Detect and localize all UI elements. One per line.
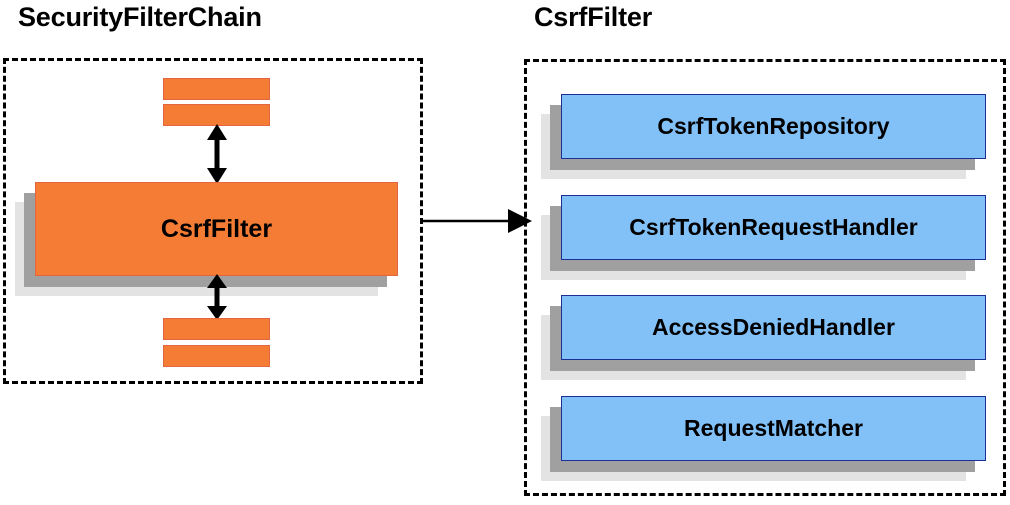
filter-bar-bottom-2 — [163, 345, 270, 367]
filter-bar-top-1 — [163, 78, 270, 100]
right-panel-title: CsrfFilter — [534, 2, 653, 32]
bidirectional-arrow-up — [207, 124, 227, 184]
collaborator-face: RequestMatcher — [561, 396, 986, 461]
collaborator-box-requestmatcher[interactable]: RequestMatcher — [541, 396, 986, 481]
csrf-filter-box[interactable]: CsrfFilter — [15, 182, 398, 296]
collaborator-face: AccessDeniedHandler — [561, 295, 986, 360]
collaborator-box-accessdeniedhandler[interactable]: AccessDeniedHandler — [541, 295, 986, 380]
csrffilter-to-detail-arrow — [420, 209, 532, 233]
collaborator-face: CsrfTokenRequestHandler — [561, 195, 986, 260]
csrf-filter-box-label: CsrfFilter — [160, 214, 273, 243]
filter-bar-top-2 — [163, 104, 270, 126]
csrf-filter-box-face: CsrfFilter — [35, 182, 398, 276]
collaborator-label: CsrfTokenRepository — [657, 113, 890, 139]
collaborator-label: CsrfTokenRequestHandler — [629, 214, 918, 240]
filter-bar-bottom-1 — [163, 318, 270, 340]
collaborator-label: AccessDeniedHandler — [652, 314, 895, 340]
csrf-filter-detail-panel — [524, 59, 1006, 496]
collaborator-label: RequestMatcher — [684, 415, 863, 441]
left-panel-title: SecurityFilterChain — [18, 2, 262, 32]
collaborator-face: CsrfTokenRepository — [561, 94, 986, 159]
bidirectional-arrow-down — [207, 274, 227, 320]
collaborator-box-csrftokenrequesthandler[interactable]: CsrfTokenRequestHandler — [541, 195, 986, 280]
collaborator-box-csrftokenrepository[interactable]: CsrfTokenRepository — [541, 94, 986, 179]
